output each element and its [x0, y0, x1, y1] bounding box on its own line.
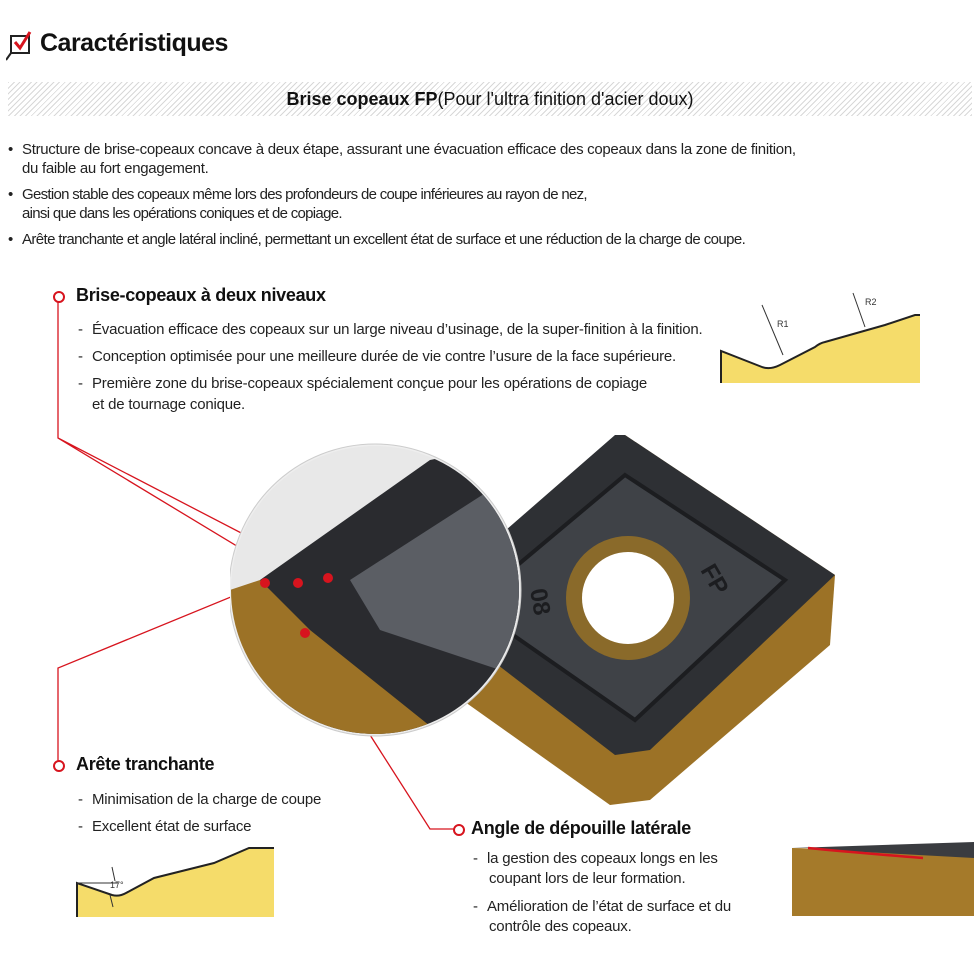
- clearance-edge-image: [788, 842, 974, 918]
- svg-text:R2: R2: [865, 297, 877, 307]
- svg-text:R1: R1: [777, 319, 789, 329]
- banner-title-rest: (Pour l'ultra finition d'acier doux): [437, 89, 694, 109]
- feature-item: Structure de brise-copeaux concave à deu…: [8, 140, 796, 178]
- insert-marking-left: 08: [524, 586, 555, 617]
- callout-dot: [53, 760, 65, 772]
- feature-item: Arête tranchante et angle latéral inclin…: [8, 230, 796, 249]
- clearance-heading: Angle de dépouille latérale: [471, 818, 691, 838]
- insert-image: 08 FP: [230, 435, 835, 805]
- edge-profile-diagram: 17°: [76, 847, 274, 917]
- feature-list: Structure de brise-copeaux concave à deu…: [8, 140, 796, 256]
- chipbreaker-profile-diagram: R1 R2: [720, 292, 920, 383]
- callout-dot: [53, 291, 65, 303]
- chipbreaker-list: Évacuation efficace des copeaux sur un l…: [78, 316, 703, 418]
- page-title: Caractéristiques: [40, 29, 228, 57]
- callout-dot: [453, 824, 465, 836]
- feature-item: Gestion stable des copeaux même lors des…: [8, 185, 796, 223]
- svg-text:17°: 17°: [110, 880, 124, 890]
- edge-list: Minimisation de la charge de coupe Excel…: [78, 786, 321, 840]
- edge-heading: Arête tranchante: [76, 754, 215, 774]
- chipbreaker-heading: Brise-copeaux à deux niveaux: [76, 285, 326, 305]
- clearance-list: la gestion des copeaux longs en les coup…: [473, 849, 731, 937]
- section-banner: Brise copeaux FP(Pour l'ultra finition d…: [8, 82, 972, 116]
- checkbox-icon: [6, 31, 32, 61]
- banner-title-bold: Brise copeaux FP: [286, 89, 438, 109]
